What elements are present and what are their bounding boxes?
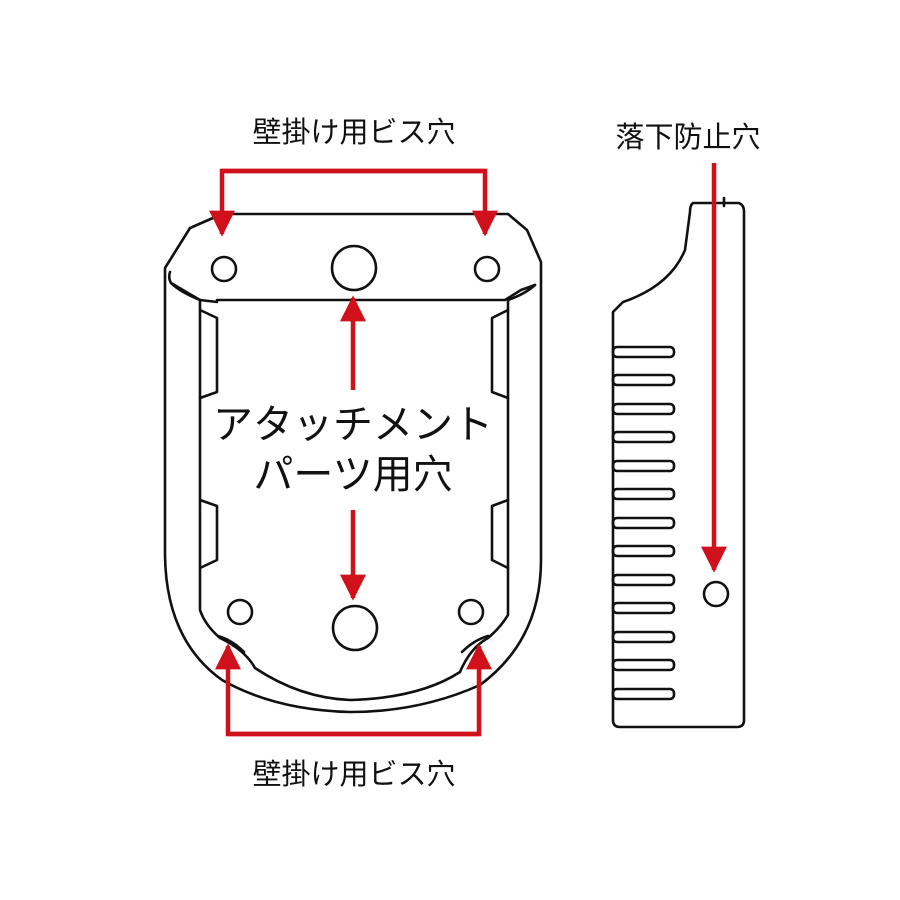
- front-top-right-shoulder: [506, 283, 537, 302]
- front-right-rail-top: [490, 308, 510, 400]
- side-ribs: [611, 345, 676, 701]
- attachment-label-line2: パーツ用穴: [253, 452, 452, 498]
- side-rib: [611, 516, 676, 530]
- side-rib: [611, 487, 676, 501]
- bottom-left-screw-arrow: [215, 643, 479, 737]
- side-outline: [611, 201, 746, 729]
- bottom-screw-holes-label: 壁掛け用ビス穴: [252, 757, 455, 791]
- bottom-right-screw-arrow: [228, 643, 492, 737]
- bottom-right-screw-hole: [457, 598, 485, 626]
- top-screw-holes-label: 壁掛け用ビス穴: [252, 115, 455, 149]
- top-right-screw-arrow: [222, 168, 498, 237]
- front-left-rail-bottom: [198, 498, 219, 570]
- front-inner-outline: [167, 270, 537, 304]
- top-right-screw-hole: [473, 255, 501, 283]
- front-bottom-left-lip: [216, 634, 246, 654]
- front-right-rail-bottom: [490, 498, 510, 570]
- attachment-hole-bottom: [331, 604, 379, 652]
- top-left-screw-arrow: [209, 168, 485, 237]
- side-view: [611, 196, 746, 729]
- fall-prevention-hole-label: 落下防止穴: [615, 120, 760, 154]
- attachment-hole-top: [330, 244, 378, 292]
- side-rib: [611, 402, 676, 416]
- front-view: [163, 212, 543, 714]
- fall-prevention-hole: [702, 580, 730, 608]
- front-bottom-right-lip: [460, 634, 490, 654]
- front-inner-plate: [198, 298, 510, 702]
- annotation-arrows: [209, 163, 727, 737]
- side-rib: [611, 430, 676, 444]
- side-rib: [611, 658, 676, 672]
- side-rib: [611, 373, 676, 387]
- front-left-rail-top: [198, 308, 219, 400]
- side-rib: [611, 459, 676, 473]
- attachment-label-line1: アタッチメント: [213, 402, 493, 448]
- side-rib: [611, 601, 676, 615]
- side-rib: [611, 573, 676, 587]
- side-rib: [611, 345, 676, 359]
- side-rib: [611, 687, 676, 701]
- bottom-left-screw-hole: [226, 598, 254, 626]
- front-outer-outline: [163, 212, 543, 714]
- top-left-screw-hole: [210, 255, 238, 283]
- side-rib: [611, 630, 676, 644]
- front-top-left-shoulder: [169, 281, 202, 302]
- side-rib: [611, 544, 676, 558]
